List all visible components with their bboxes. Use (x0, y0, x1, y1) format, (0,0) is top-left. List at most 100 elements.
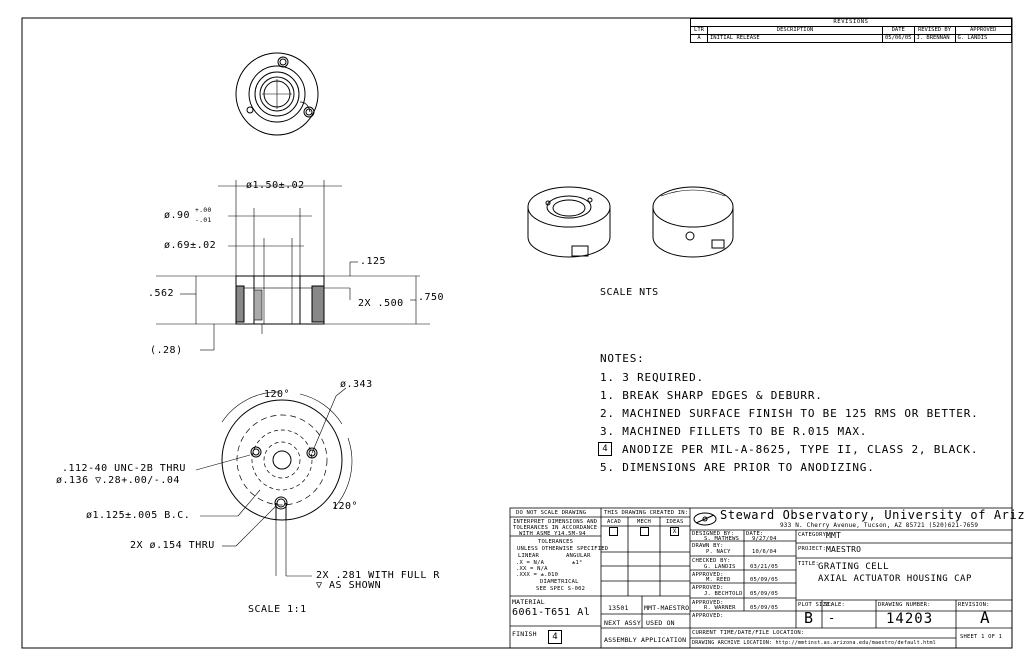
checkbox-ideas: X (670, 527, 679, 536)
category-label: CATEGORY: (798, 532, 830, 538)
iso-view-1 (527, 186, 611, 258)
observatory-logo-icon (693, 512, 717, 526)
rev-header-date: DATE (882, 26, 915, 35)
date-label: DATE: (746, 531, 764, 537)
revisions-title: REVISIONS (690, 18, 1012, 27)
plot-size-value: B (804, 609, 814, 627)
interpret-line-2: TOLERANCES IN ACCORDANCE (513, 525, 598, 531)
dim-angle-2: 120° (332, 501, 359, 512)
title-line-2: AXIAL ACTUATOR HOUSING CAP (818, 574, 972, 584)
drawn-by-value: P. NACY (706, 549, 731, 555)
top-view (235, 52, 319, 136)
date-1: 9/27/04 (752, 536, 777, 542)
tolerances-sub: UNLESS OTHERWISE SPECIFIED (517, 546, 609, 552)
date-2: 10/6/04 (752, 549, 777, 555)
rev-header-approved: APPROVED (954, 26, 1012, 35)
dim-thread-1: .112-40 UNC-2B THRU (62, 463, 186, 474)
current-time-label: CURRENT TIME/DATE/FILE LOCATION: (692, 630, 805, 636)
checked-by-label: CHECKED BY: (692, 558, 731, 564)
sheet-border (21, 17, 1013, 649)
revision-label: REVISION: (958, 602, 990, 608)
note-item: 2. MACHINED SURFACE FINISH TO BE 125 RMS… (600, 407, 979, 420)
revision-value: A (980, 608, 990, 627)
rev-approved: G. LANDIS (954, 34, 1012, 43)
date-4: 05/09/05 (750, 577, 779, 583)
drawn-by-label: DRAWN BY: (692, 543, 724, 549)
title-block-lines (509, 507, 1013, 649)
dim-bolt-circle: ø1.125±.005 B.C. (86, 510, 191, 521)
section-view (156, 180, 430, 351)
dim-note-281-1: 2X .281 WITH FULL R (316, 570, 440, 581)
date-3: 03/21/05 (750, 564, 779, 570)
note-item: 1. BREAK SHARP EDGES & DEBURR. (600, 389, 823, 402)
approved-3: R. WARNER (704, 605, 736, 611)
scale-1-1-label: SCALE 1:1 (248, 604, 307, 615)
angular-label: ANGULAR (566, 553, 591, 559)
dim-d562: .562 (148, 288, 175, 299)
software-acad: ACAD (607, 519, 622, 525)
scale-label: SCALE: (824, 602, 846, 608)
software-mech: MECH (637, 519, 652, 525)
material-label: MATERIAL (512, 598, 545, 606)
rev-description: INITIAL RELEASE (707, 34, 883, 43)
diametrical: DIAMETRICAL (540, 579, 579, 585)
date-6: 05/09/05 (750, 605, 779, 611)
approved-label-2: APPROVED: (692, 585, 724, 591)
next-assy-value: 13501 (608, 604, 629, 612)
note-flag-box: 4 (598, 442, 612, 456)
note-item: 5. DIMENSIONS ARE PRIOR TO ANODIZING. (600, 461, 875, 474)
approved-1: M. REED (706, 577, 731, 583)
next-assy-label: NEXT ASSY (604, 619, 642, 627)
bottom-view (195, 387, 353, 577)
do-not-scale: DO NOT SCALE DRAWING (516, 510, 587, 516)
organization-address: 933 N. Cherry Avenue, Tucson, AZ 85721 (… (780, 522, 979, 529)
used-on-value: MMT-MAESTRO (644, 604, 690, 612)
rev-ltr: A (690, 34, 708, 43)
created-in: THIS DRAWING CREATED IN: (604, 510, 689, 516)
sheet-number: SHEET 1 OF 1 (960, 634, 1003, 640)
project-label: PROJECT: (798, 546, 827, 552)
assembly-application: ASSEMBLY APPLICATION (604, 636, 687, 644)
approved-label-4: APPROVED: (692, 613, 724, 619)
dim-d750: .750 (418, 292, 445, 303)
note-item: ANODIZE PER MIL-A-8625, TYPE II, CLASS 2… (622, 443, 979, 456)
linear-label: LINEAR (518, 553, 540, 559)
material-value: 6061-T651 Al (512, 607, 591, 618)
software-ideas: IDEAS (666, 519, 684, 525)
checkbox-mech (640, 527, 649, 536)
tolerances-title: TOLERANCES (538, 539, 574, 545)
rev-header-revised-by: REVISED BY (913, 26, 956, 35)
angular-value: ±1° (572, 560, 583, 566)
dim-d28: (.28) (150, 345, 183, 356)
dim-d90-upper: +.00 (195, 206, 212, 214)
designed-by-value: S. MATHEWS (704, 536, 740, 542)
plot-size-label: PLOT SIZE: (798, 602, 834, 608)
approved-label-3: APPROVED: (692, 600, 724, 606)
used-on-label: USED ON (646, 619, 675, 627)
iso-view-2 (652, 186, 734, 258)
revisions-table: REVISIONS LTR DESCRIPTION DATE REVISED B… (690, 18, 1012, 43)
organization-name: Steward Observatory, University of Arizo… (720, 508, 1024, 522)
rev-header-description: DESCRIPTION (707, 26, 883, 35)
dim-thread-2: ø.136 ▽.28+.00/-.04 (56, 475, 180, 486)
dim-d90: ø.90 (164, 210, 191, 221)
archive-location: DRAWING ARCHIVE LOCATION: http://mmtinst… (692, 640, 936, 646)
revision-row: A INITIAL RELEASE 05/06/05 J. BRENNAN G.… (690, 34, 1012, 43)
dim-thru-154: 2X ø.154 THRU (130, 540, 215, 551)
dim-angle-1: 120° (264, 389, 291, 400)
note-item: 3. MACHINED FILLETS TO BE R.015 MAX. (600, 425, 868, 438)
project-value: MAESTRO (826, 545, 862, 554)
dim-d125: .125 (360, 256, 387, 267)
tol-line-1: .X = N/A (516, 560, 545, 566)
checkbox-acad (609, 527, 618, 536)
rev-revised-by: J. BRENNAN (913, 34, 956, 43)
category-value: MMT (826, 531, 842, 540)
drawing-number-label: DRAWING NUMBER: (878, 602, 931, 608)
dim-d69: ø.69±.02 (164, 240, 217, 251)
see-spec: SEE SPEC S-002 (536, 586, 586, 592)
rev-header-ltr: LTR (690, 26, 708, 35)
scale-nts-label: SCALE NTS (600, 287, 659, 298)
interpret-line-3: WITH ASME Y14.5M-94 (519, 531, 586, 537)
approved-2: J. BECHTOLD (704, 591, 743, 597)
dim-d150: ø1.50±.02 (246, 180, 305, 191)
